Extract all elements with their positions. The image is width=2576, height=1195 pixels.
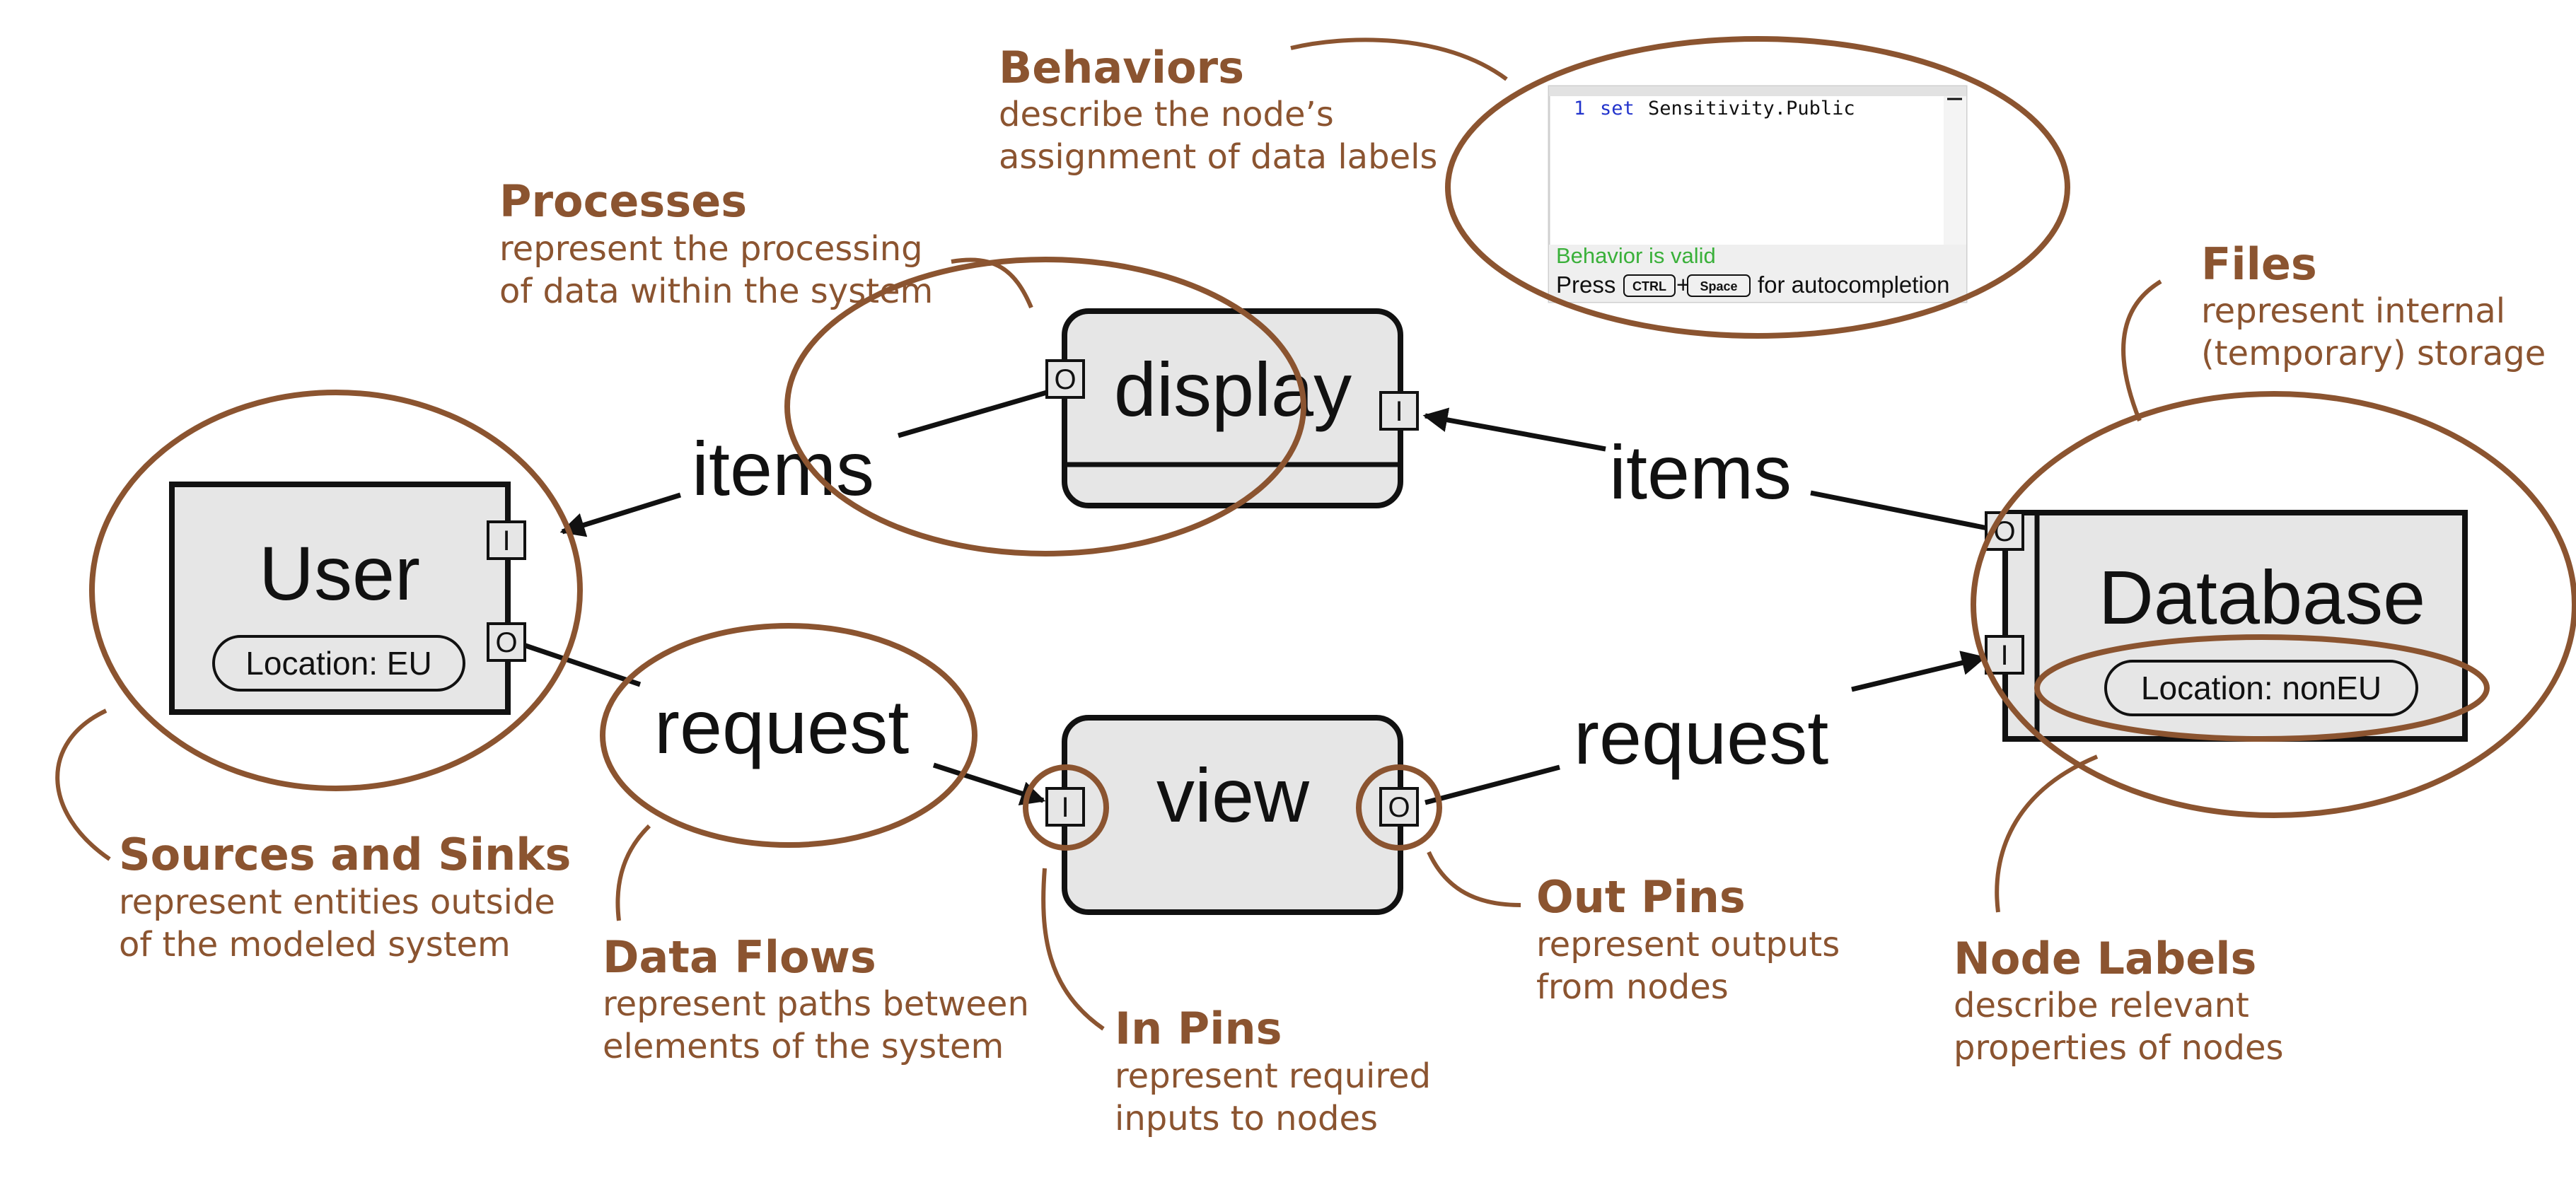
annotation-sources-sinks-line-1: represent entities outside [119, 882, 555, 922]
node-user[interactable]: User Location: EU I O [169, 482, 526, 715]
behavior-hint-plus: + [1676, 272, 1690, 298]
annotation-node-labels: Node Labels describe relevant properties… [1954, 933, 2284, 1068]
annotation-files: Files represent internal (temporary) sto… [2201, 238, 2546, 373]
annotation-processes: Processes represent the processing of da… [499, 175, 933, 311]
behavior-hint-prefix: Press [1556, 272, 1615, 298]
node-display-name: display [1114, 346, 1352, 432]
kbd-ctrl-label: CTRL [1632, 279, 1666, 293]
kbd-space-label: Space [1700, 279, 1737, 293]
behavior-line-number: 1 [1574, 98, 1585, 119]
annotation-in-pins-line-1: represent required [1115, 1056, 1431, 1096]
circle-request [600, 623, 977, 848]
circle-database [1971, 391, 2576, 818]
in-pin-display[interactable] [1379, 391, 1419, 431]
flow-user-to-view[interactable]: request [522, 642, 1046, 805]
annotation-files-title: Files [2201, 238, 2317, 290]
circle-user [89, 390, 583, 791]
out-pin-display[interactable] [1045, 359, 1085, 399]
annotation-behaviors-line-1: describe the node’s [999, 95, 1334, 134]
out-pin-view-label: O [1388, 792, 1410, 823]
flow-label-request-right: request [1574, 694, 1828, 780]
annotation-data-flows-line-2: elements of the system [603, 1027, 1004, 1066]
out-pin-user-label: O [495, 627, 517, 658]
leader-data-flows [615, 824, 651, 921]
node-display[interactable]: display O I [1045, 308, 1419, 508]
annotation-sources-sinks: Sources and Sinks represent entities out… [119, 829, 571, 964]
node-database[interactable]: Database Location: nonEU O I [1985, 510, 2468, 742]
annotation-in-pins: In Pins represent required inputs to nod… [1115, 1003, 1431, 1138]
in-pin-user[interactable] [487, 520, 526, 560]
node-user-name: User [259, 530, 420, 616]
behavior-keyword: set [1600, 98, 1635, 119]
in-pin-view-label: I [1061, 792, 1069, 823]
annotation-in-pins-title: In Pins [1115, 1003, 1282, 1054]
leader-sources-sinks [55, 709, 111, 861]
kbd-ctrl-key [1623, 274, 1676, 297]
annotation-sources-sinks-line-2: of the modeled system [119, 925, 511, 964]
annotation-behaviors-line-2: assignment of data labels [999, 137, 1437, 177]
in-pin-view[interactable] [1045, 787, 1085, 827]
leader-out-pins [1427, 851, 1521, 907]
behavior-editor[interactable]: 1 set Sensitivity.Public Behavior is val… [1548, 85, 1968, 303]
annotation-out-pins-line-2: from nodes [1536, 967, 1729, 1007]
annotation-behaviors-title: Behaviors [999, 42, 1244, 93]
behavior-code[interactable]: Sensitivity.Public [1648, 98, 1855, 119]
node-database-label: Location: nonEU [2141, 670, 2381, 706]
annotation-files-line-2: (temporary) storage [2201, 334, 2546, 373]
circle-in-pin [1023, 764, 1109, 851]
annotation-circles [89, 36, 2576, 851]
out-pin-view[interactable] [1379, 787, 1419, 827]
leader-files [2121, 279, 2162, 422]
leader-in-pins [1041, 868, 1105, 1031]
annotation-out-pins-title: Out Pins [1536, 871, 1746, 923]
annotation-node-labels-line-2: properties of nodes [1954, 1028, 2284, 1068]
annotation-data-flows: Data Flows represent paths between eleme… [603, 931, 1029, 1066]
in-pin-user-label: I [502, 525, 510, 556]
leader-processes [951, 257, 1033, 309]
annotation-behaviors: Behaviors describe the node’s assignment… [999, 42, 1437, 177]
out-pin-display-label: O [1054, 364, 1076, 395]
annotation-files-line-1: represent internal [2201, 291, 2505, 331]
annotation-leaders [55, 37, 2162, 1031]
node-view[interactable]: view I O [1045, 715, 1419, 915]
node-user-label: Location: EU [245, 645, 431, 682]
circle-out-pin [1356, 764, 1442, 851]
annotation-out-pins-line-1: represent outputs [1536, 925, 1840, 964]
node-view-name: view [1156, 752, 1310, 838]
annotation-processes-title: Processes [499, 175, 747, 227]
leader-behaviors [1290, 37, 1508, 81]
circle-node-label [2034, 634, 2490, 742]
in-pin-database-label: I [2000, 640, 2008, 671]
annotation-data-flows-line-1: represent paths between [603, 984, 1029, 1024]
node-user-label-pill [212, 635, 465, 692]
flow-database-to-display[interactable]: items [1422, 407, 1992, 532]
annotation-node-labels-title: Node Labels [1954, 933, 2256, 984]
node-database-name: Database [2099, 554, 2425, 640]
kbd-space-key [1687, 274, 1751, 297]
behavior-editor-topbar [1549, 86, 1966, 96]
behavior-status: Behavior is valid [1556, 243, 1716, 268]
out-pin-user[interactable] [487, 622, 526, 662]
behavior-editor-status-bar [1549, 245, 1966, 302]
annotation-out-pins: Out Pins represent outputs from nodes [1536, 871, 1840, 1007]
flow-view-to-database[interactable]: request [1425, 651, 1987, 805]
leader-node-labels [1995, 754, 2099, 913]
annotation-node-labels-line-1: describe relevant [1954, 986, 2249, 1025]
circle-display [784, 257, 1306, 556]
annotation-in-pins-line-2: inputs to nodes [1115, 1099, 1378, 1138]
annotation-sources-sinks-title: Sources and Sinks [119, 829, 571, 880]
behavior-hint-suffix: for autocompletion [1758, 272, 1950, 298]
in-pin-display-label: I [1395, 396, 1403, 427]
annotation-processes-line-1: represent the processing [499, 229, 923, 269]
annotation-processes-line-2: of data within the system [499, 272, 933, 311]
behavior-editor-scrollbar[interactable] [1944, 96, 1966, 245]
circle-behaviors [1445, 36, 2070, 339]
node-database-label-pill [2104, 660, 2418, 716]
annotation-data-flows-title: Data Flows [603, 931, 876, 983]
in-pin-database[interactable] [1985, 635, 2024, 675]
flow-label-items-right: items [1609, 429, 1792, 515]
flow-label-request-left: request [654, 684, 909, 769]
